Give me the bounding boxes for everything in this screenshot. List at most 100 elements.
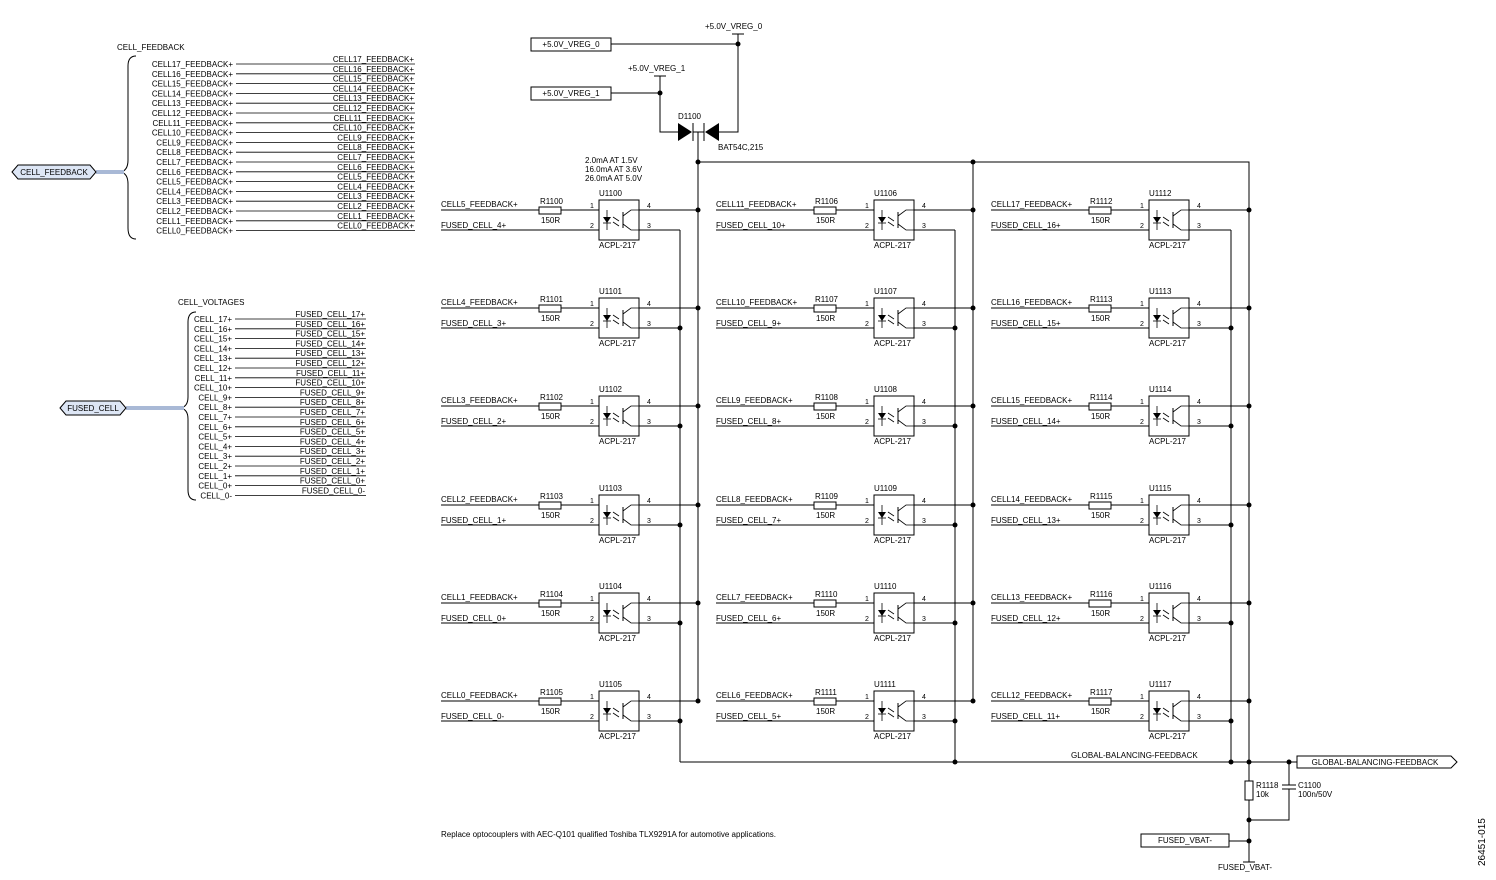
pin-3: 3: [647, 321, 651, 328]
resistor-r1118: R1118 10k: [1244, 780, 1279, 801]
opto-channel: CELL6_FEEDBACK+R1111150RFUSED_CELL_5+U11…: [716, 680, 976, 741]
fused-net-label: FUSED_CELL_7+: [716, 516, 781, 525]
cv-left-label: CELL_14+: [194, 344, 232, 353]
opto-channel: CELL9_FEEDBACK+R1108150RFUSED_CELL_8+U11…: [716, 385, 976, 446]
cfb-left-label: CELL13_FEEDBACK+: [152, 99, 233, 108]
resistor-value: 150R: [541, 707, 560, 716]
pin-3: 3: [647, 714, 651, 721]
capacitor-c1100: C1100 100n/50V: [1282, 781, 1333, 799]
vreg1-port-label: +5.0V_VREG_1: [542, 89, 600, 98]
opto-channel: CELL7_FEEDBACK+R1110150RFUSED_CELL_6+U11…: [716, 582, 976, 643]
pin-4: 4: [1197, 498, 1201, 505]
fused-net-label: FUSED_CELL_12+: [991, 614, 1061, 623]
resistor-value: 150R: [541, 609, 560, 618]
pin-1: 1: [590, 399, 594, 406]
optocoupler-body: [598, 395, 640, 437]
cv-right-label: FUSED_CELL_16+: [295, 320, 365, 329]
pin-4: 4: [922, 301, 926, 308]
pin-4: 4: [647, 596, 651, 603]
vreg1-port[interactable]: +5.0V_VREG_1: [530, 86, 612, 101]
opto-part: ACPL-217: [599, 634, 636, 643]
cv-right-label: FUSED_CELL_6+: [300, 418, 365, 427]
fused-net-label: FUSED_CELL_15+: [991, 319, 1061, 328]
pin-1: 1: [1140, 301, 1144, 308]
cv-left-label: CELL_10+: [194, 384, 232, 393]
cv-right-label: FUSED_CELL_11+: [296, 369, 365, 378]
cell-feedback-port-label: CELL_FEEDBACK: [20, 168, 88, 177]
cv-left-label: CELL_8+: [198, 403, 232, 412]
opto-ref: U1110: [874, 582, 897, 591]
opto-part: ACPL-217: [874, 437, 911, 446]
fused-net-label: FUSED_CELL_5+: [716, 712, 781, 721]
series-resistor: [813, 697, 837, 706]
cfb-left-label: CELL14_FEEDBACK+: [152, 89, 233, 98]
opto-channel: CELL1_FEEDBACK+R1104150RFUSED_CELL_0+U11…: [441, 582, 701, 643]
pin-3: 3: [647, 419, 651, 426]
vreg0-port[interactable]: +5.0V_VREG_0: [530, 37, 612, 52]
opto-ref: U1105: [599, 680, 623, 689]
cfb-right-label: CELL10_FEEDBACK+: [333, 124, 414, 133]
opto-part: ACPL-217: [874, 732, 911, 741]
pin-2: 2: [590, 223, 594, 230]
resistor-value: 150R: [1091, 707, 1110, 716]
resistor-ref: R1117: [1090, 688, 1113, 697]
opto-part: ACPL-217: [1149, 241, 1186, 250]
cfb-right-label: CELL1_FEEDBACK+: [337, 212, 414, 221]
global-balancing-feedback-port[interactable]: GLOBAL-BALANCING-FEEDBACK: [1296, 755, 1458, 769]
cv-right-label: FUSED_CELL_10+: [295, 379, 365, 388]
resistor-ref: R1108: [815, 393, 839, 402]
pin-1: 1: [590, 203, 594, 210]
opto-part: ACPL-217: [1149, 634, 1186, 643]
pin-2: 2: [590, 518, 594, 525]
cv-left-label: CELL_2+: [198, 462, 232, 471]
fused-net-label: FUSED_CELL_10+: [716, 221, 786, 230]
feedback-net-label: CELL6_FEEDBACK+: [716, 691, 793, 700]
fused-vbat-port-label: FUSED_VBAT-: [1158, 836, 1212, 845]
fused-net-label: FUSED_CELL_4+: [441, 221, 506, 230]
opto-channel: CELL10_FEEDBACK+R1107150RFUSED_CELL_9+U1…: [716, 287, 976, 348]
opto-ref: U1102: [599, 385, 623, 394]
opto-channel: CELL3_FEEDBACK+R1102150RFUSED_CELL_2+U11…: [441, 385, 701, 446]
opto-channel: CELL2_FEEDBACK+R1103150RFUSED_CELL_1+U11…: [441, 484, 701, 545]
fused-net-label: FUSED_CELL_3+: [441, 319, 506, 328]
pin-2: 2: [865, 616, 869, 623]
resistor-value: 150R: [816, 216, 835, 225]
pin-1: 1: [865, 203, 869, 210]
feedback-net-label: CELL11_FEEDBACK+: [716, 200, 797, 209]
opto-channel: CELL17_FEEDBACK+R1112150RFUSED_CELL_16+U…: [991, 189, 1252, 250]
opto-channel: CELL8_FEEDBACK+R1109150RFUSED_CELL_7+U11…: [716, 484, 976, 545]
cfb-right-label: CELL17_FEEDBACK+: [333, 55, 414, 64]
pin-4: 4: [922, 203, 926, 210]
pin-2: 2: [865, 223, 869, 230]
pin-1: 1: [865, 596, 869, 603]
series-resistor: [813, 599, 837, 608]
pin-3: 3: [922, 714, 926, 721]
cv-left-label: CELL_1+: [198, 472, 232, 481]
feedback-net-label: CELL5_FEEDBACK+: [441, 200, 518, 209]
series-resistor: [538, 697, 562, 706]
cfb-right-label: CELL15_FEEDBACK+: [333, 75, 414, 84]
pin-3: 3: [647, 616, 651, 623]
cfb-right-label: CELL7_FEEDBACK+: [337, 153, 414, 162]
cell-feedback-port[interactable]: CELL_FEEDBACK: [11, 164, 97, 180]
pin-1: 1: [1140, 596, 1144, 603]
feedback-net-label: CELL16_FEEDBACK+: [991, 298, 1072, 307]
c1100-value: 100n/50V: [1298, 790, 1333, 799]
cv-right-label: FUSED_CELL_0+: [300, 477, 365, 486]
pin-1: 1: [590, 596, 594, 603]
figure-id: 26451-015: [1477, 818, 1488, 866]
fused-vbat-port[interactable]: FUSED_VBAT-: [1140, 833, 1230, 848]
fused-net-label: FUSED_CELL_8+: [716, 417, 781, 426]
opto-ref: U1115: [1149, 484, 1172, 493]
cfb-left-label: CELL17_FEEDBACK+: [152, 60, 233, 69]
opto-ref: U1103: [599, 484, 623, 493]
current-note-1: 2.0mA AT 1.5V: [585, 156, 638, 165]
opto-ref: U1107: [874, 287, 898, 296]
pin-4: 4: [647, 301, 651, 308]
series-resistor: [1088, 206, 1112, 215]
pin-3: 3: [1197, 616, 1201, 623]
cv-right-label: FUSED_CELL_2+: [300, 457, 365, 466]
opto-part: ACPL-217: [874, 339, 911, 348]
fused-cell-port[interactable]: FUSED_CELL: [59, 400, 127, 416]
resistor-ref: R1102: [540, 393, 564, 402]
